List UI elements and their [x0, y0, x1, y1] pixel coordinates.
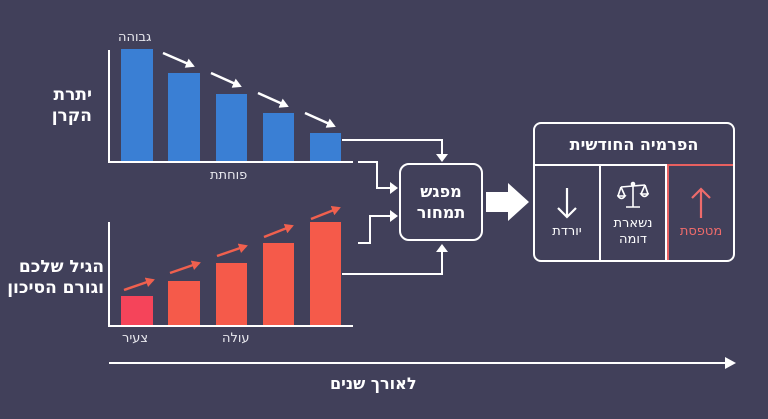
bottom-chart-bars — [121, 222, 341, 325]
label-decreasing: פוחתת — [210, 168, 248, 183]
bottom-chart-title-line1: הגיל שלכם — [18, 257, 104, 277]
top-chart-title-line1: יתרת — [53, 85, 92, 105]
arrow-down-icon — [556, 186, 578, 220]
label-rising: עולה — [222, 331, 250, 346]
top-chart-title: יתרת הקרן — [52, 85, 92, 127]
bottom-trend-arrows — [123, 205, 341, 292]
arrow-up-icon — [690, 186, 712, 220]
balance-scale-icon — [617, 178, 649, 212]
connector-arrowheads — [390, 154, 448, 252]
premium-label-decreases: יורדת — [552, 224, 582, 239]
top-chart-bars — [121, 49, 341, 161]
premium-label-stays-line1: נשארת — [613, 216, 653, 231]
label-high: גבוהה — [118, 30, 152, 45]
big-arrow — [486, 183, 529, 221]
timeline-label: לאורך שנים — [330, 374, 417, 393]
bottom-chart-title-line2: וגורם הסיכון — [7, 278, 104, 298]
pricing-box-line2: תמחור — [416, 203, 466, 222]
top-trend-arrows — [162, 51, 336, 128]
label-young: צעיר — [122, 331, 149, 346]
bottom-chart-axes — [108, 222, 353, 327]
premium-cell-stays-same: נשארת דומה — [601, 166, 667, 260]
premium-label-stays-line2: דומה — [619, 232, 647, 247]
top-chart-title-line2: הקרן — [51, 106, 92, 126]
premium-cells: יורדת נשארת דומה מט — [535, 164, 733, 260]
monthly-premium-panel: הפרמיה החודשית יורדת נשארת — [533, 122, 735, 262]
pricing-meeting-box: מפגש תמחור — [399, 163, 483, 241]
premium-cell-decreases: יורדת — [535, 166, 601, 260]
premium-title: הפרמיה החודשית — [535, 124, 733, 166]
premium-label-climbs: מטפסת — [679, 224, 723, 239]
pricing-box-line1: מפגש — [420, 182, 462, 201]
top-chart-axes — [108, 50, 353, 163]
premium-cell-climbs: מטפסת — [667, 164, 733, 260]
connector-lines — [342, 139, 443, 275]
bottom-chart-title: הגיל שלכם וגורם הסיכון — [7, 257, 104, 299]
